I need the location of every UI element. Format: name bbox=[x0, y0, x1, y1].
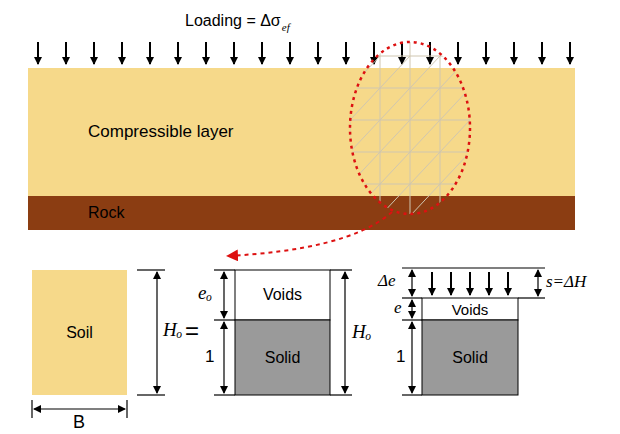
stroke bbox=[350, 152, 380, 184]
node-label: Voids bbox=[263, 286, 302, 304]
zoom-arrow bbox=[228, 212, 392, 256]
stroke bbox=[401, 42, 403, 64]
stroke bbox=[350, 120, 380, 152]
solid-box bbox=[235, 320, 330, 395]
phase-dimensions bbox=[402, 268, 545, 395]
loading-label: Loading = Δσ bbox=[185, 12, 281, 30]
phase-box: Solid bbox=[235, 320, 330, 395]
phase-box: Voids bbox=[422, 298, 518, 320]
dimension-label: eₒ bbox=[198, 283, 212, 304]
stroke bbox=[380, 152, 410, 184]
stroke bbox=[261, 42, 263, 64]
load-arrows bbox=[38, 42, 570, 64]
node-label: Voids bbox=[452, 301, 489, 318]
stroke bbox=[380, 184, 410, 216]
stroke bbox=[65, 42, 67, 64]
stroke bbox=[380, 88, 410, 120]
stroke bbox=[410, 56, 440, 88]
loading-label: ef bbox=[282, 21, 290, 33]
stroke bbox=[513, 42, 515, 64]
stroke bbox=[380, 40, 381, 216]
stroke bbox=[149, 42, 151, 64]
stroke bbox=[93, 42, 95, 64]
stroke bbox=[440, 56, 470, 88]
stroke bbox=[350, 184, 380, 216]
stroke bbox=[410, 88, 440, 120]
stroke bbox=[177, 42, 179, 64]
voids-box bbox=[235, 270, 330, 320]
node-label: Soil bbox=[66, 324, 93, 342]
stroke bbox=[350, 40, 351, 216]
stroke bbox=[205, 42, 207, 64]
dimension-label: = bbox=[185, 318, 199, 344]
dimension-label: e bbox=[394, 299, 402, 318]
stroke bbox=[457, 42, 459, 64]
node-label: Rock bbox=[88, 204, 124, 222]
stroke bbox=[488, 272, 490, 295]
stroke bbox=[233, 42, 235, 64]
stroke bbox=[317, 42, 319, 64]
mesh bbox=[345, 40, 475, 216]
soil-block bbox=[32, 270, 127, 395]
dimension-label: s=ΔH bbox=[546, 273, 586, 292]
node-label: Solid bbox=[452, 349, 488, 367]
phase-box: Solid bbox=[422, 320, 518, 395]
phase-box: Soil bbox=[32, 270, 127, 395]
stroke bbox=[431, 272, 433, 295]
stroke bbox=[380, 56, 410, 88]
stroke bbox=[289, 42, 291, 64]
dimension-label: Hₒ bbox=[163, 320, 182, 341]
stroke bbox=[410, 40, 411, 216]
compressible-band bbox=[28, 68, 575, 196]
h-dimension bbox=[137, 270, 165, 395]
zoom-ellipse bbox=[350, 42, 470, 214]
dimension-label: Hₒ bbox=[352, 322, 371, 343]
dimension-label: Δe bbox=[378, 272, 396, 291]
solid-box bbox=[422, 320, 518, 395]
load-arrows bbox=[432, 272, 508, 295]
stroke bbox=[37, 42, 39, 64]
stroke bbox=[410, 152, 440, 184]
rock-band bbox=[28, 196, 575, 230]
voids-box bbox=[422, 298, 518, 320]
stroke bbox=[450, 272, 452, 295]
stroke bbox=[541, 42, 543, 64]
stroke bbox=[507, 272, 509, 295]
stroke bbox=[569, 42, 571, 64]
stroke bbox=[345, 216, 475, 217]
dimension-label: 1 bbox=[205, 348, 214, 367]
dimension-label: B bbox=[73, 413, 85, 433]
stroke bbox=[380, 120, 410, 152]
stroke bbox=[440, 88, 470, 120]
stroke bbox=[440, 120, 470, 152]
phase-box: Rock bbox=[28, 196, 575, 230]
dimension-label: 1 bbox=[396, 348, 405, 367]
stroke bbox=[485, 42, 487, 64]
stroke bbox=[345, 42, 347, 64]
stroke bbox=[121, 42, 123, 64]
stroke bbox=[440, 40, 441, 216]
stroke bbox=[469, 272, 471, 295]
phase-dimensions bbox=[214, 270, 352, 395]
phase-box: Voids bbox=[235, 270, 330, 320]
phase-box: Compressible layer bbox=[28, 68, 575, 196]
node-label: Compressible layer bbox=[88, 122, 234, 142]
stroke bbox=[410, 120, 440, 152]
node-label: Solid bbox=[265, 349, 301, 367]
